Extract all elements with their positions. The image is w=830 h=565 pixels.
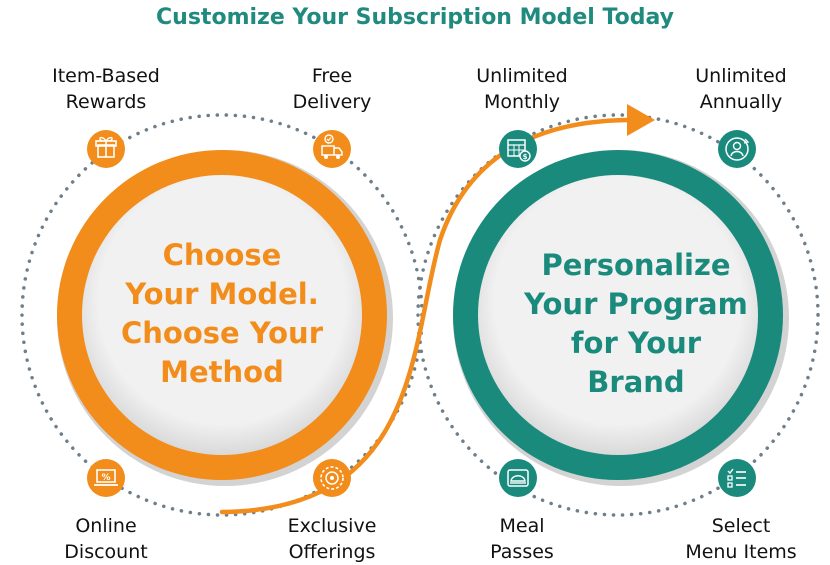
percent-laptop-icon: %	[87, 459, 125, 497]
item-label-meal-passes: Meal Passes	[437, 513, 607, 565]
item-label-line: Item-Based	[52, 65, 160, 87]
target-badge-icon	[313, 459, 351, 497]
right-center-text: Personalize Your Program for Your Brand	[521, 246, 751, 402]
item-label-select-menu-items: Select Menu Items	[656, 513, 826, 565]
left-center-disc	[82, 175, 362, 455]
user-refresh-icon	[718, 130, 756, 168]
right-center-line: for Your	[570, 326, 702, 360]
item-label-line: Unlimited	[695, 65, 787, 87]
item-label-line: Rewards	[65, 91, 147, 113]
item-label-free-delivery: Free Delivery	[247, 63, 417, 115]
calendar-dollar-icon: $	[499, 130, 537, 168]
right-center-line: Personalize	[541, 248, 731, 282]
left-center-line: Your Model.	[125, 277, 319, 311]
item-label-unlimited-annually: Unlimited Annually	[656, 63, 826, 115]
gift-icon	[87, 130, 125, 168]
item-label-line: Select	[711, 515, 771, 537]
right-center-line: Your Program	[524, 287, 748, 321]
item-label-unlimited-monthly: Unlimited Monthly	[437, 63, 607, 115]
svg-text:$: $	[523, 153, 528, 161]
left-center-line: Choose	[162, 238, 282, 272]
connector-arrowhead	[627, 104, 655, 136]
right-center-disc	[478, 175, 758, 455]
item-label-line: Free	[311, 65, 353, 87]
item-label-line: Passes	[490, 541, 554, 563]
right-dotted-ring	[416, 113, 820, 517]
item-label-line: Annually	[699, 91, 783, 113]
item-label-line: Delivery	[292, 91, 372, 113]
right-center-line: Brand	[587, 365, 685, 399]
item-label-line: Monthly	[483, 91, 561, 113]
item-label-exclusive-offerings: Exclusive Offerings	[247, 513, 417, 565]
item-label-online-discount: Online Discount	[21, 513, 191, 565]
checklist-icon	[718, 459, 756, 497]
diagram-title: Customize Your Subscription Model Today	[156, 5, 674, 30]
left-center-line: Method	[160, 355, 284, 389]
item-label-line: Online	[75, 515, 137, 537]
svg-text:%: %	[101, 473, 110, 483]
item-label-line: Menu Items	[685, 541, 797, 563]
item-label-line: Offerings	[288, 541, 376, 563]
item-label-line: Meal	[499, 515, 545, 537]
item-label-line: Exclusive	[287, 515, 377, 537]
left-center-text: Choose Your Model. Choose Your Method	[107, 236, 337, 392]
meal-pass-icon	[499, 459, 537, 497]
item-label-line: Discount	[64, 541, 148, 563]
item-label-item-based-rewards: Item-Based Rewards	[21, 63, 191, 115]
left-center-line: Choose Your	[120, 316, 323, 350]
item-label-line: Unlimited	[476, 65, 568, 87]
delivery-truck-icon	[313, 130, 351, 168]
